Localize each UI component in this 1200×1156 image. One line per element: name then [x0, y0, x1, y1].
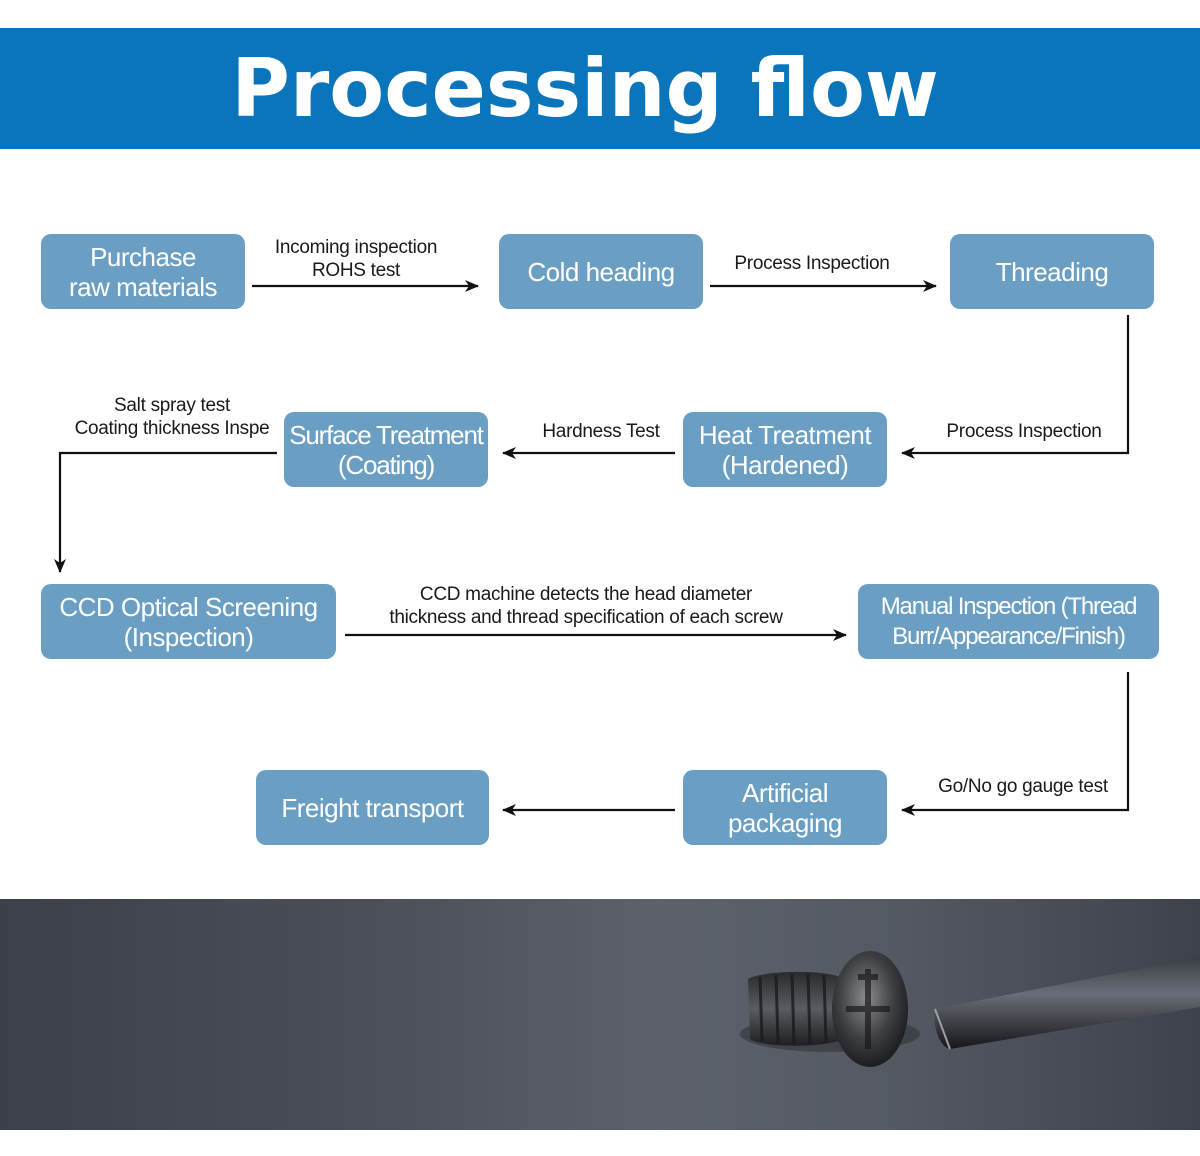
- node-heat-treatment: Heat Treatment (Hardened): [683, 412, 887, 487]
- arrow-surface-to-ccd: [54, 451, 277, 573]
- node-freight-transport: Freight transport: [256, 770, 489, 845]
- flow-arrows: [54, 280, 1130, 816]
- node-surface-treatment: Surface Treatment (Coating): [284, 412, 488, 487]
- label-hardness-test: Hardness Test: [542, 421, 660, 442]
- screw-icon: [748, 951, 908, 1067]
- node-ccd-optical-screening: CCD Optical Screening (Inspection): [41, 584, 336, 659]
- node-threading: Threading: [950, 234, 1154, 309]
- label-salt-spray-test: Salt spray test Coating thickness Inspe: [74, 395, 270, 439]
- arrow-manual-to-packaging: [901, 672, 1130, 816]
- header-banner: Processing flow: [0, 28, 1200, 149]
- page-title: Processing flow: [231, 42, 939, 135]
- label-ccd-machine: CCD machine detects the head diameter th…: [389, 584, 783, 628]
- node-cold-heading: Cold heading: [499, 234, 703, 309]
- screw-and-screwdriver-photo: [0, 899, 1200, 1130]
- node-manual-inspection: Manual Inspection (Thread Burr/Appearanc…: [858, 584, 1159, 659]
- arrow-threading-to-heat-treatment: [901, 315, 1130, 459]
- screwdriver-icon: [934, 957, 1200, 1050]
- label-go-no-go: Go/No go gauge test: [938, 776, 1108, 797]
- node-purchase-raw-materials: Purchase raw materials: [41, 234, 245, 309]
- label-process-inspection-1: Process Inspection: [734, 253, 890, 274]
- node-artificial-packaging: Artificial packaging: [683, 770, 887, 845]
- label-process-inspection-2: Process Inspection: [946, 421, 1102, 442]
- label-incoming-inspection: Incoming inspection ROHS test: [274, 237, 438, 281]
